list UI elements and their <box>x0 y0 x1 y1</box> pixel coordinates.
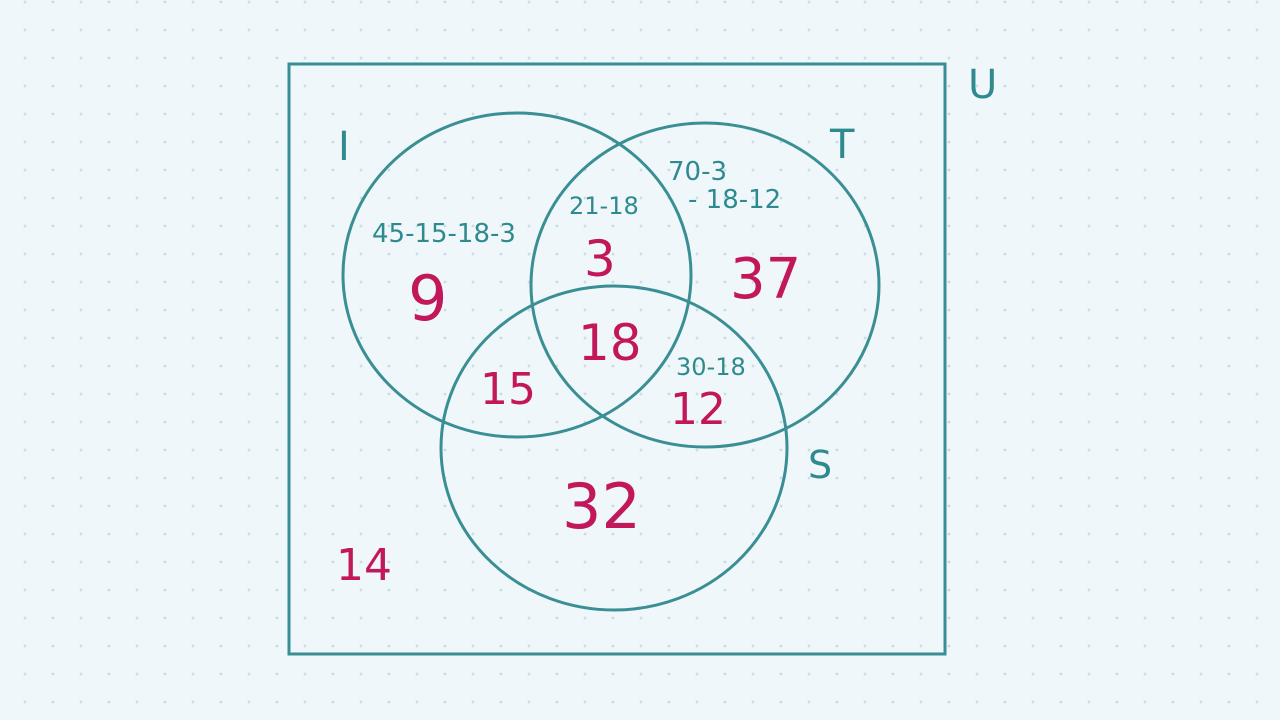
note-t-s-only: 30-18 <box>676 353 746 381</box>
region-t-only: 37 <box>730 247 801 312</box>
region-i-t-s: 18 <box>578 314 642 372</box>
region-t-s-only: 12 <box>670 384 726 435</box>
region-i-t-only: 3 <box>584 230 616 288</box>
circle-set-t <box>529 121 881 449</box>
note-i-t-only: 21-18 <box>569 192 639 220</box>
universe-rectangle <box>287 62 947 656</box>
set-label-i: I <box>338 124 350 170</box>
region-i-s-only: 15 <box>480 364 536 415</box>
region-outside: 14 <box>336 540 392 591</box>
region-s-only: 32 <box>562 470 641 543</box>
note-t-only-line2: - 18-12 <box>688 185 781 215</box>
region-i-only: 9 <box>408 262 447 335</box>
note-t-only-line1: 70-3 <box>668 157 727 187</box>
circle-set-s <box>439 284 789 612</box>
set-label-t: T <box>829 122 855 168</box>
universe-label: U <box>968 62 997 108</box>
note-i-only: 45-15-18-3 <box>372 219 516 249</box>
circle-set-i <box>341 111 693 439</box>
set-label-s: S <box>808 443 832 487</box>
